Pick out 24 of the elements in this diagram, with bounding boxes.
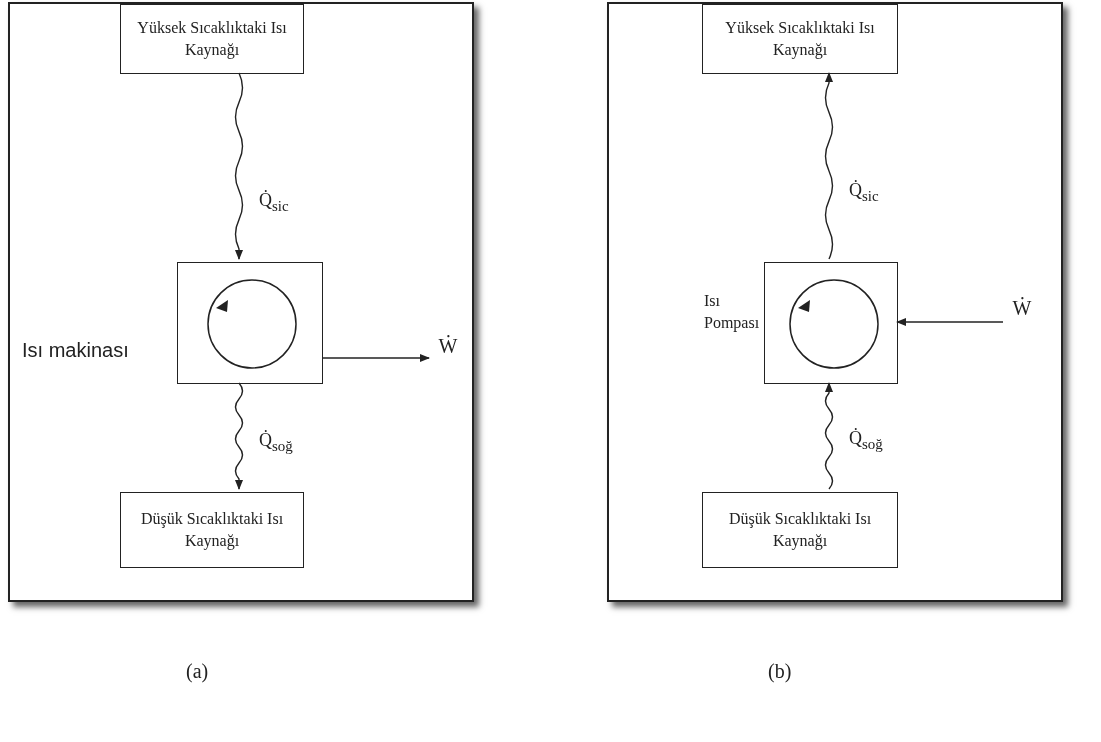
arrow [321,354,430,362]
wavy-arrow [234,72,244,260]
panel-frame [607,2,1063,602]
panel-caption: (b) [768,660,792,683]
engine-box [177,262,323,384]
node-caption: Isı Pompası [704,291,760,334]
heat-pump-box [764,262,898,384]
panel-caption: (a) [186,660,209,683]
cycle-circle-icon [206,278,298,370]
wavy-arrow [824,72,834,260]
heat-source-box: Yüksek Sıcaklıktaki Isı Kaynağı [702,4,898,74]
heat-sink-box: Düşük Sıcaklıktaki Isı Kaynağı [120,492,304,568]
node-caption: Isı makinası [22,338,130,363]
wavy-arrow [234,382,244,490]
wavy-arrow [824,382,834,490]
edge-label: Q̇$_{soğ}$ [848,428,884,453]
panel-frame [8,2,474,602]
cycle-circle-icon [788,278,880,370]
heat-source-box: Yüksek Sıcaklıktaki Isı Kaynağı [120,4,304,74]
arrow [896,318,1004,326]
edge-label: Q̇$_{soğ}$ [258,430,294,455]
heat-sink-box: Düşük Sıcaklıktaki Isı Kaynağı [702,492,898,568]
work-symbol: Ẇ [1006,284,1038,332]
work-symbol: Ẇ [432,324,464,368]
